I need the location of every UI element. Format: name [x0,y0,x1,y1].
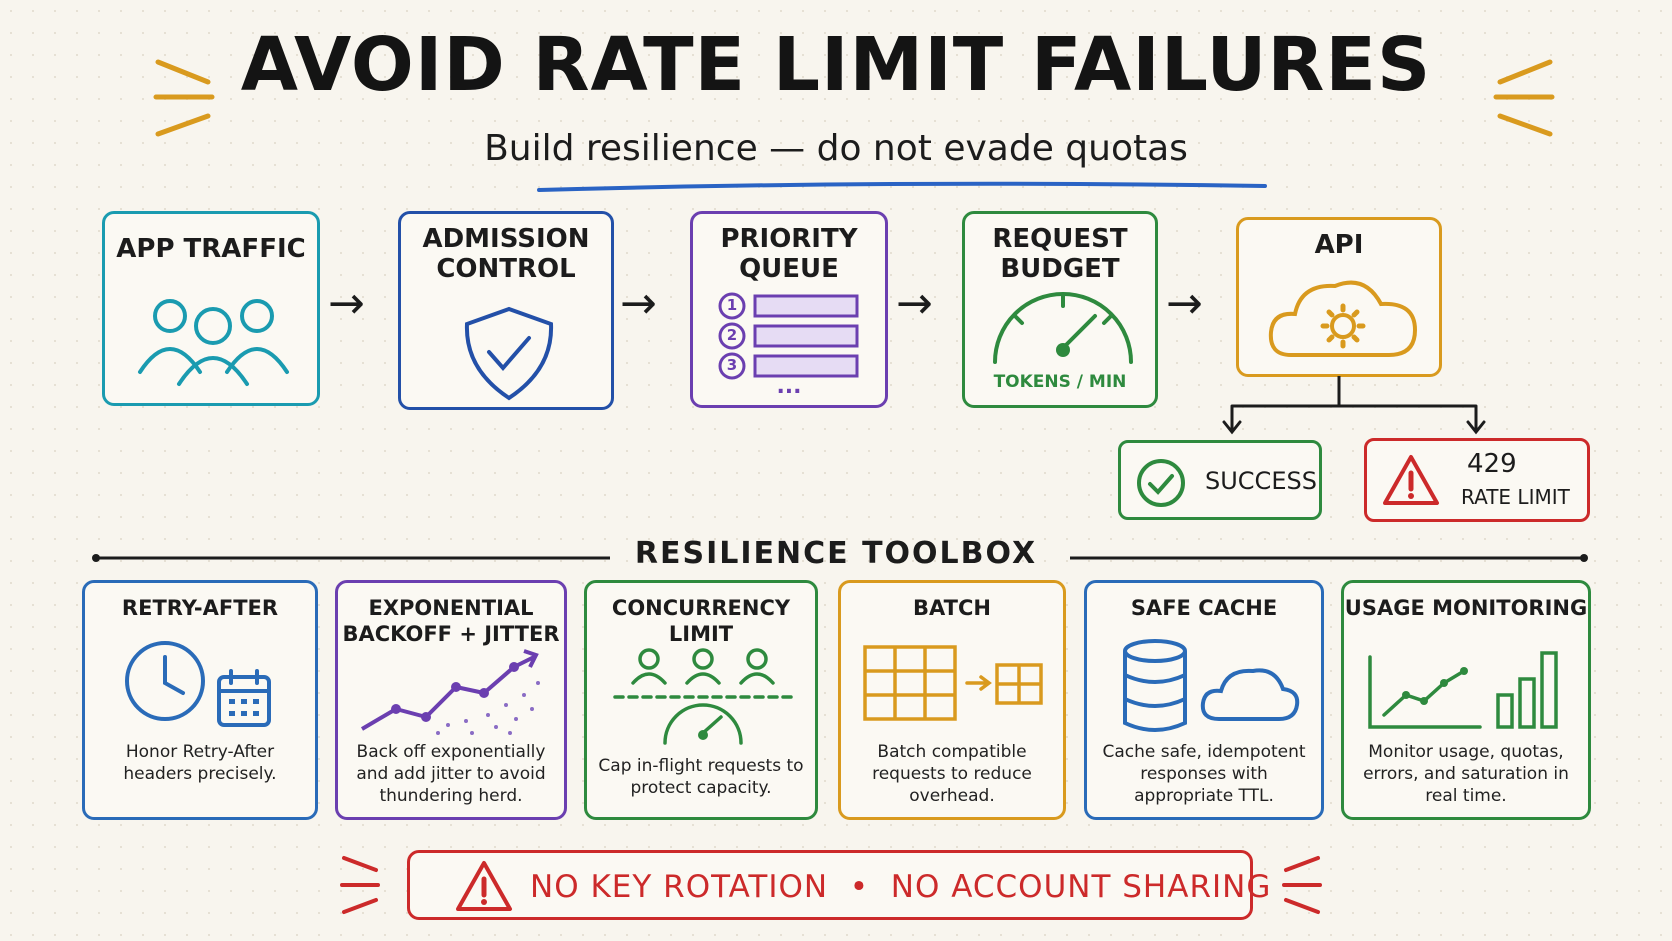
batch-grid-icon [863,645,1043,721]
flow-arrow-3: → [896,278,933,329]
queue-item-2: 2 [726,326,738,344]
flow-arrow-4: → [1166,278,1203,329]
flow-arrow-1: → [328,278,365,329]
tool-usage-monitoring: USAGE MONITORING Monitor usage, quotas, … [1341,580,1591,820]
title-accent-right-icon [1493,59,1555,137]
tool-desc: Batch compatible requests to reduce over… [872,742,1032,806]
clock-calendar-icon [125,641,271,727]
tool-title: RETRY-AFTER [121,596,279,620]
toolbox-divider [92,554,1588,562]
tool-safe-cache: SAFE CACHE Cache safe, idempotent respon… [1084,580,1324,820]
policy-warning-banner: NO KEY ROTATION • NO ACCOUNT SHARING [407,850,1270,920]
policy-warning-text: NO KEY ROTATION • NO ACCOUNT SHARING [530,869,1272,905]
queue-item-1: 1 [726,296,738,314]
success-label: SUCCESS [1205,467,1317,495]
tool-desc: Cache safe, idempotent responses with ap… [1102,742,1306,806]
tool-batch: BATCH Batch compatible requests to reduc… [838,580,1066,820]
users-icon [138,299,289,386]
tool-title: SAFE CACHE [1130,596,1278,620]
tool-retry-after: RETRY-AFTER Honor Retry-After headers pr… [82,580,318,820]
tool-desc: Cap in-flight requests to protect capaci… [598,756,804,798]
rate-limit-badge: 429 RATE LIMIT [1364,438,1590,522]
tool-desc: Monitor usage, quotas, errors, and satur… [1363,742,1569,806]
tool-backoff: EXPONENTIAL BACKOFF + JITTER Back off ex… [335,580,567,820]
warning-accent-right-icon [1282,856,1322,914]
flow-arrow-2: → [620,278,657,329]
shield-icon [464,306,554,401]
flow-label: APP TRAFFIC [116,234,306,264]
tool-desc: Back off exponentially and add jitter to… [356,742,546,806]
toolbox-title: RESILIENCE TOOLBOX [634,536,1038,571]
warning-triangle-icon [1383,455,1439,505]
page-subtitle: Build resilience — do not evade quotas [484,128,1188,169]
backoff-chart-icon [360,649,540,735]
cloud-gear-icon [1268,280,1418,357]
flow-priority-queue: PRIORITY QUEUE 1 2 3 ... [690,211,888,408]
api-branch-connector [1222,376,1486,435]
tool-title: EXPONENTIAL BACKOFF + JITTER [342,596,560,646]
flow-admission-control: ADMISSION CONTROL [398,211,614,410]
queue-item-3: 3 [726,356,738,374]
flow-api: API [1236,217,1442,377]
subtitle-underline [537,181,1267,192]
database-cloud-icon [1123,639,1300,732]
rate-limit-label: RATE LIMIT [1461,485,1570,509]
flow-label: ADMISSION CONTROL [422,224,590,284]
flow-label: PRIORITY QUEUE [720,224,858,284]
tool-concurrency: CONCURRENCY LIMIT Cap in-flight requests… [584,580,818,820]
gauge-icon [993,292,1133,364]
warning-triangle-icon [456,861,512,911]
tool-title: USAGE MONITORING [1344,596,1588,620]
gauge-label: TOKENS / MIN [993,372,1127,392]
success-badge: SUCCESS [1118,440,1322,520]
monitoring-chart-icon [1368,651,1558,729]
rate-limit-code: 429 [1467,449,1517,479]
page-title: AVOID RATE LIMIT FAILURES [240,22,1432,108]
warning-accent-left-icon [340,856,380,914]
flow-app-traffic: APP TRAFFIC [102,211,320,406]
check-circle-icon [1137,459,1185,507]
title-accent-left-icon [153,59,215,137]
concurrency-icon [613,648,795,745]
flow-label: API [1314,230,1364,260]
queue-icon [718,292,859,380]
flow-label: REQUEST BUDGET [992,224,1128,284]
tool-title: CONCURRENCY LIMIT [611,596,791,646]
queue-more: ... [776,374,802,399]
flow-request-budget: REQUEST BUDGET TOKENS / MIN [962,211,1158,408]
tool-desc: Honor Retry-After headers precisely. [123,742,277,784]
tool-title: BATCH [913,596,991,620]
